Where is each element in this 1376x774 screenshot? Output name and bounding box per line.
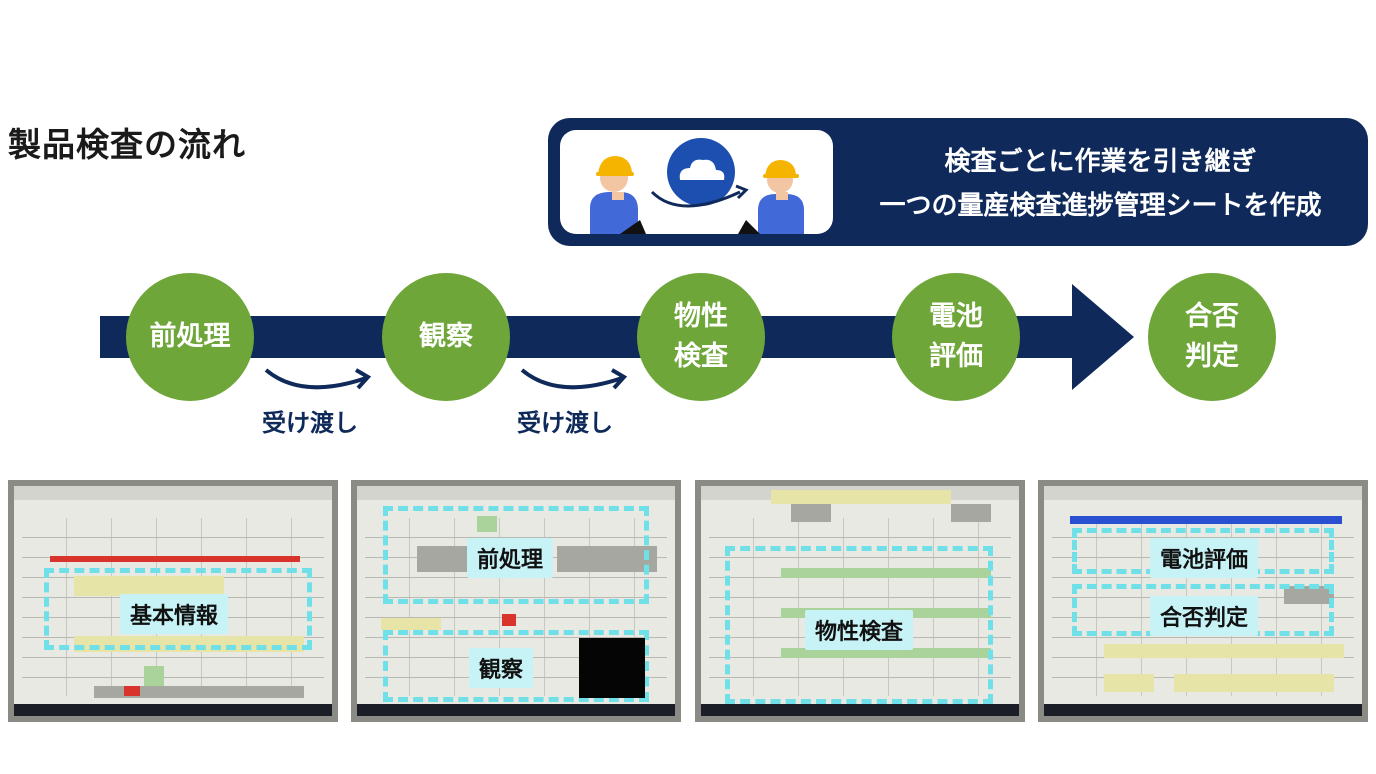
step-label: 電池評価 (929, 301, 983, 372)
screenshot-physical-test: 物性検査 (695, 480, 1025, 722)
info-banner: 検査ごとに作業を引き継ぎ 一つの量産検査進捗管理シートを作成 (548, 118, 1368, 246)
step-label: 合否判定 (1185, 301, 1239, 372)
curved-arrow-icon (520, 368, 628, 390)
curved-arrow-icon (264, 368, 372, 390)
cloud-icon (667, 138, 735, 206)
step-label: 観察 (419, 321, 473, 352)
redacted-block (579, 638, 645, 698)
worker-icon (590, 156, 638, 234)
screenshot-battery-passfail: 電池評価 合否判定 (1038, 480, 1368, 722)
banner-line-2: 一つの量産検査進捗管理シートを作成 (879, 191, 1322, 221)
screenshot-pretreat-observe: 前処理 観察 (351, 480, 681, 722)
step-pass-fail: 合否判定 (1148, 273, 1276, 401)
step-label: 物性検査 (674, 301, 728, 372)
handover-illustration (560, 130, 833, 234)
step-label: 前処理 (149, 321, 231, 352)
handoff-label: 受け渡し (517, 409, 613, 437)
shot-label: 物性検査 (805, 610, 914, 650)
handoff-label: 受け渡し (262, 409, 358, 437)
screenshot-basic-info: 基本情報 (8, 480, 338, 722)
banner-line-1: 検査ごとに作業を引き継ぎ (944, 147, 1257, 177)
page-title: 製品検査の流れ (8, 125, 246, 164)
shot-label: 電池評価 (1150, 538, 1259, 578)
shot-label: 観察 (469, 648, 534, 688)
shot-label: 基本情報 (120, 594, 229, 634)
step-pretreatment: 前処理 (126, 273, 254, 401)
step-observation: 観察 (382, 273, 510, 401)
step-physical-test: 物性検査 (637, 273, 765, 401)
worker-icon (758, 160, 804, 234)
flow-arrow-head (1072, 284, 1134, 390)
shot-label: 前処理 (467, 538, 554, 578)
step-battery-eval: 電池評価 (892, 273, 1020, 401)
shot-label: 合否判定 (1150, 596, 1259, 636)
